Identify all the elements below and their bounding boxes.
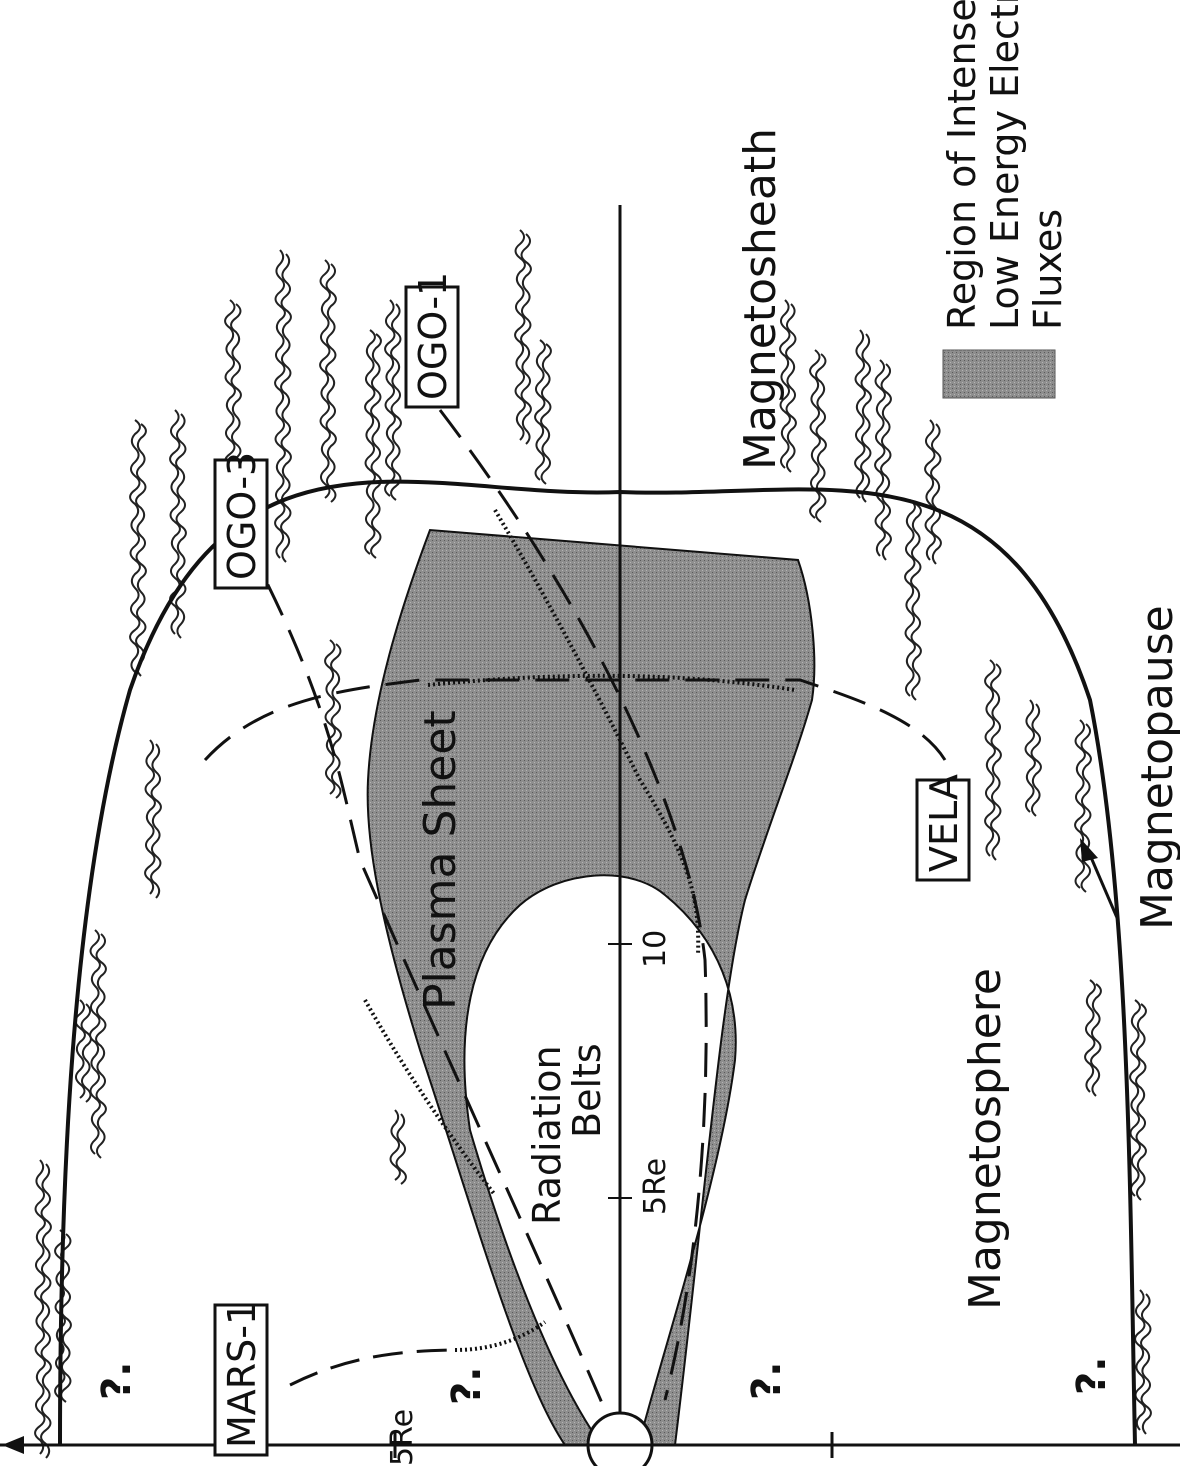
magnetosheath-wave bbox=[136, 424, 146, 676]
mars1-orbit bbox=[290, 1350, 460, 1385]
ogo3-label-box: OGO-3 bbox=[215, 452, 267, 588]
vela-label-box: VELA bbox=[917, 774, 969, 880]
magnetosheath-wave bbox=[151, 744, 161, 898]
axis-scale-5re: 5Re bbox=[385, 1409, 420, 1466]
axis-arrowhead bbox=[2, 1436, 24, 1454]
unknown-mark: ?. bbox=[1069, 1357, 1115, 1395]
magnetosheath-wave bbox=[176, 414, 186, 638]
unknown-mark: ?. bbox=[744, 1362, 790, 1400]
mars1-label: MARS-1 bbox=[220, 1301, 264, 1448]
plasma-sheet-label: Plasma Sheet bbox=[415, 710, 466, 1010]
mars1-label-box: MARS-1 bbox=[215, 1301, 267, 1455]
magnetosheath-wave bbox=[275, 250, 285, 558]
magnetosheath-wave bbox=[391, 1110, 400, 1180]
magnetosheath-wave bbox=[320, 260, 330, 498]
ogo1-label-box: OGO-1 bbox=[406, 272, 458, 407]
earth-circle bbox=[588, 1413, 652, 1466]
legend-line-3: Fluxes bbox=[1026, 209, 1070, 330]
magnetosheath-label: Magnetosheath bbox=[735, 128, 786, 470]
magnetosheath-wave bbox=[521, 234, 531, 444]
ogo1-label: OGO-1 bbox=[411, 272, 455, 400]
magnetosheath-wave bbox=[281, 254, 291, 562]
inner-scale-5re: 5Re bbox=[638, 1158, 673, 1215]
magnetosphere-label: Magnetosphere bbox=[960, 968, 1011, 1310]
legend-line-2: Low Energy Electron bbox=[983, 0, 1027, 330]
unknown-mark: ?. bbox=[94, 1362, 140, 1400]
unknown-mark: ?. bbox=[444, 1367, 490, 1405]
inner-scale-10: 10 bbox=[638, 930, 673, 968]
vela-label: VELA bbox=[922, 774, 966, 872]
ogo3-label: OGO-3 bbox=[220, 452, 264, 580]
magnetosheath-wave bbox=[816, 354, 826, 522]
legend-line-1: Region of Intense bbox=[940, 0, 984, 330]
magnetosheath-wave bbox=[1026, 700, 1035, 812]
belts-label: Belts bbox=[565, 1043, 609, 1138]
legend-swatch bbox=[943, 350, 1055, 398]
radiation-label: Radiation bbox=[525, 1045, 569, 1225]
magnetosheath-wave bbox=[231, 304, 241, 472]
magnetopause-label: Magnetopause bbox=[1132, 605, 1180, 930]
magnetosheath-wave bbox=[35, 1160, 45, 1454]
magnetosheath-wave bbox=[130, 420, 140, 672]
